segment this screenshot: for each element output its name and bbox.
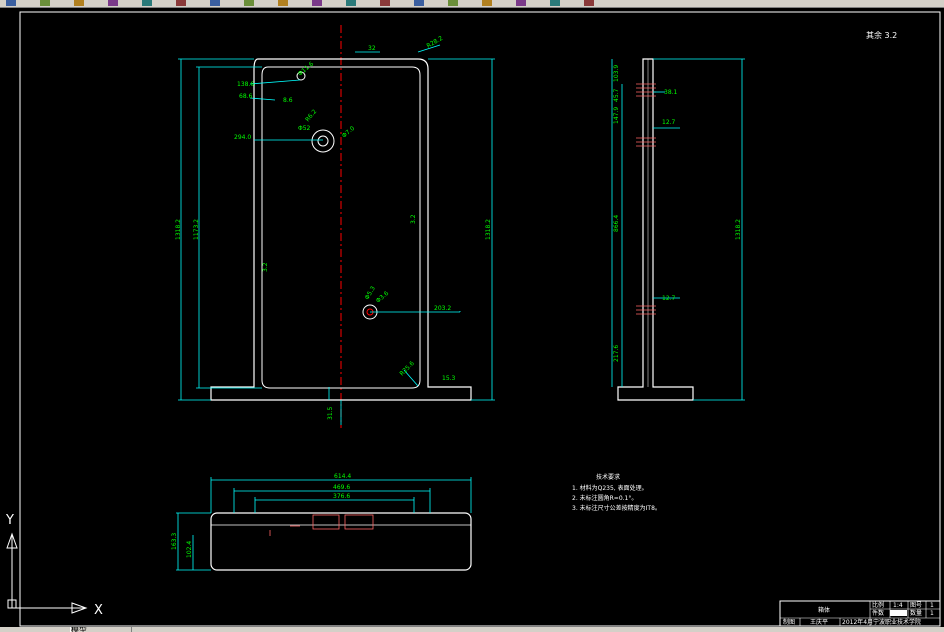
dim-hole-center-d: Φ7.0 — [341, 125, 357, 140]
titleblock-name: 箱体 — [818, 606, 830, 614]
dim-lower-hole-b: Φ3.6 — [375, 290, 391, 305]
bottom-dim-w1: 614.4 — [334, 473, 351, 480]
bottom-dim-h2: 102.4 — [186, 541, 193, 558]
titleblock-cell-2: 图号 — [910, 602, 922, 609]
dim-radius-top: R28.2 — [426, 35, 445, 50]
dim-flange: 15.3 — [442, 375, 456, 382]
dim-height-right: 1318.2 — [485, 219, 492, 240]
side-dim-a3: 38.1 — [664, 89, 678, 96]
notes-line-1: 1. 材料为Q235, 表面处理。 — [572, 484, 648, 492]
ucs-y-label: Y — [5, 513, 14, 528]
side-dim-bottom: 217.6 — [613, 345, 620, 362]
properties-icon[interactable] — [278, 0, 288, 6]
dim-height-inner: 1173.2 — [193, 219, 200, 240]
front-hole-top — [296, 71, 306, 81]
side-dim-a1: 45.7 — [613, 88, 620, 102]
dim-height-outer: 1318.2 — [175, 219, 182, 240]
print-icon[interactable] — [108, 0, 118, 6]
titleblock-cell-6: 1 — [930, 610, 934, 617]
ucs-icon: Y X — [5, 513, 103, 618]
side-dim-b2: 12.7 — [662, 295, 676, 302]
bottom-dim-h1: 163.3 — [171, 533, 178, 550]
pan-icon[interactable] — [210, 0, 220, 6]
cut-icon[interactable] — [380, 0, 390, 6]
title-block: 箱体 比例 1:4 图号 1 件数 数量 1 制图 王庆平 2012年4月 宁波… — [779, 600, 941, 627]
dim-lower-offset: 203.2 — [434, 305, 451, 312]
text-icon[interactable] — [550, 0, 560, 6]
titleblock-cell-5: 数量 — [910, 609, 922, 617]
dim-d2: 68.6 — [239, 93, 253, 100]
dim-t-right: 3.2 — [410, 214, 417, 224]
bottom-view: 614.4 469.6 376.6 163.3 102.4 — [171, 473, 472, 571]
ucs-x-label: X — [94, 603, 103, 618]
tab-model[interactable]: 模型 — [70, 627, 132, 632]
layer-icon[interactable] — [312, 0, 322, 6]
titleblock-cell-0: 比例 — [872, 601, 884, 609]
titleblock-cell-4: 件数 — [872, 609, 884, 617]
side-view: 103.9 45.7 147.9 38.1 12.7 866.4 12.7 21… — [611, 58, 745, 401]
layout-tabstrip: 模型 — [0, 627, 944, 632]
dim-d1: 138.6 — [237, 81, 254, 88]
bottom-dim-w3: 376.6 — [333, 493, 350, 500]
side-outline — [617, 58, 694, 401]
side-dim-top: 103.9 — [613, 65, 620, 82]
zoom-icon[interactable] — [244, 0, 254, 6]
dim-hole-center-b: Φ52 — [298, 125, 311, 132]
titleblock-cell-1: 1:4 — [893, 602, 903, 609]
notes-line-3: 3. 未标注尺寸公差按精度为IT8。 — [572, 504, 661, 512]
side-dim-height-right: 1318.2 — [735, 219, 742, 240]
undo-icon[interactable] — [142, 0, 152, 6]
open-icon[interactable] — [40, 0, 50, 6]
side-dim-b1: 12.7 — [662, 119, 676, 126]
titleblock-cell-3: 1 — [930, 602, 934, 609]
dim-d3: 8.6 — [283, 97, 293, 104]
roughness-note: 其余 3.2 — [866, 30, 897, 40]
titleblock-designer: 王庆平 — [810, 618, 828, 626]
save-icon[interactable] — [74, 0, 84, 6]
help-icon[interactable] — [482, 0, 492, 6]
dimension-icon[interactable] — [516, 0, 526, 6]
dim-hole-center-a: 294.0 — [234, 134, 251, 141]
drawing-border — [19, 11, 941, 627]
front-inner-outline — [261, 66, 421, 389]
notes-title: 技术要求 — [596, 473, 620, 481]
dim-width-top: 32 — [368, 45, 376, 52]
paste-icon[interactable] — [448, 0, 458, 6]
bottom-outline — [210, 512, 472, 571]
drawing-canvas[interactable]: 其余 3.2 — [0, 8, 944, 632]
block-icon[interactable] — [584, 0, 594, 6]
dim-t-left: 3.2 — [262, 262, 269, 272]
front-view: 32 R28.2 1318.2 1173.2 1318.2 138.6 68.6… — [175, 25, 495, 428]
titleblock-date: 2012年4月 — [842, 618, 873, 626]
copy-icon[interactable] — [414, 0, 424, 6]
technical-notes: 技术要求 1. 材料为Q235, 表面处理。 2. 未标注圆角R=0.1°。 3… — [572, 473, 661, 512]
dim-radius-bottom: R25.6 — [398, 360, 415, 377]
dim-center-offset: 31.5 — [327, 406, 334, 420]
front-hole-center-inner — [317, 135, 329, 147]
redo-icon[interactable] — [176, 0, 186, 6]
side-dim-mid: 866.4 — [613, 215, 620, 232]
titleblock-drawn: 制图 — [783, 618, 795, 626]
new-icon[interactable] — [6, 0, 16, 6]
titleblock-school: 宁波职业技术学院 — [873, 618, 921, 626]
side-dim-a2: 147.9 — [613, 107, 620, 124]
notes-line-2: 2. 未标注圆角R=0.1°。 — [572, 494, 637, 502]
toolbar — [0, 0, 944, 8]
match-icon[interactable] — [346, 0, 356, 6]
dim-hole1: Φ11.6 — [297, 60, 315, 77]
bottom-dim-w2: 469.6 — [333, 484, 350, 491]
front-hole-center-outer — [311, 129, 335, 153]
dim-hole-center-c: R6.2 — [304, 108, 318, 123]
